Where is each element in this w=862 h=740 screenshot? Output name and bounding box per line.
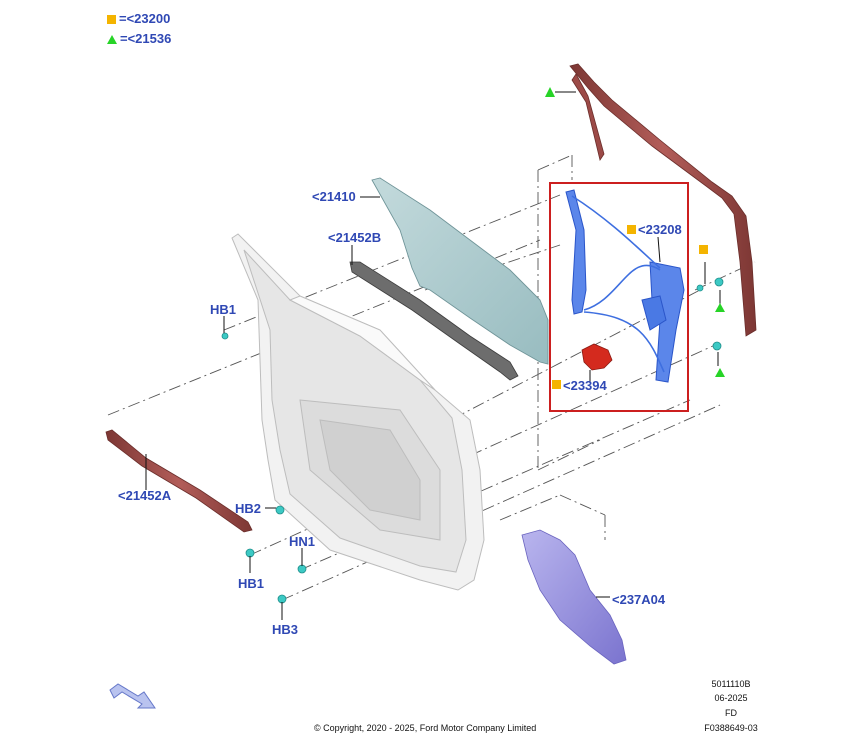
callout-glass: <21410 bbox=[312, 189, 356, 204]
fastener-right-2 bbox=[712, 341, 722, 351]
fasteners bbox=[221, 277, 724, 604]
ref-code: FD bbox=[725, 708, 737, 718]
upper-seal-stub bbox=[571, 73, 605, 161]
door-inner-panel bbox=[231, 233, 485, 591]
callout-motor: <23394 bbox=[563, 378, 607, 393]
callout-hb1-bottom: HB1 bbox=[238, 576, 265, 591]
ref-date: 06-2025 bbox=[714, 693, 748, 703]
green-triangle-icon bbox=[107, 35, 117, 45]
green-triangle-marker-top bbox=[545, 87, 555, 97]
water-shield bbox=[521, 529, 627, 665]
fastener-right-1 bbox=[714, 277, 724, 287]
callout-glass-run-outer: <21452A bbox=[118, 488, 172, 503]
fastener-hb1-top bbox=[221, 332, 229, 340]
callout-regulator: <23208 bbox=[638, 222, 682, 237]
window-motor bbox=[581, 343, 613, 371]
fastener-hb3 bbox=[277, 594, 287, 604]
callout-hb3: HB3 bbox=[272, 622, 299, 637]
legend-row-triangle: =<21536 bbox=[107, 31, 171, 46]
fastener-hb2 bbox=[275, 505, 285, 515]
callout-hb1-top: HB1 bbox=[210, 302, 237, 317]
callout-hb2: HB2 bbox=[235, 501, 262, 516]
leader-lines bbox=[145, 91, 721, 620]
lower-glass-run-seal bbox=[105, 429, 253, 533]
green-triangle-marker-right-1 bbox=[715, 303, 725, 312]
green-triangle-marker-right-2 bbox=[715, 368, 725, 377]
upper-glass-run-seal bbox=[569, 63, 757, 337]
fastener-hb1-bottom bbox=[245, 548, 255, 558]
yellow-square-marker-regulator bbox=[627, 225, 636, 234]
callout-glass-run-inner: <21452B bbox=[328, 230, 382, 245]
callout-hn1: HN1 bbox=[289, 534, 316, 549]
fastener-hn1 bbox=[297, 564, 307, 574]
inner-glass-run-strip bbox=[349, 261, 519, 381]
ref-number: 5011110B bbox=[711, 679, 751, 689]
ref-figure-id: F0388649-03 bbox=[704, 723, 758, 733]
view-direction-arrow-icon bbox=[109, 683, 156, 709]
copyright-text: © Copyright, 2020 - 2025, Ford Motor Com… bbox=[314, 723, 537, 733]
regulator-highlight-box bbox=[549, 182, 689, 412]
fastener-right-3 bbox=[696, 284, 704, 292]
legend-row-square: =<23200 bbox=[107, 11, 170, 26]
window-regulator bbox=[565, 189, 685, 383]
yellow-square-icon bbox=[107, 15, 116, 25]
yellow-square-marker-right bbox=[699, 245, 708, 254]
yellow-square-marker-motor bbox=[552, 380, 561, 389]
door-glass bbox=[371, 177, 549, 365]
callout-water-shield: <237A04 bbox=[612, 592, 666, 607]
